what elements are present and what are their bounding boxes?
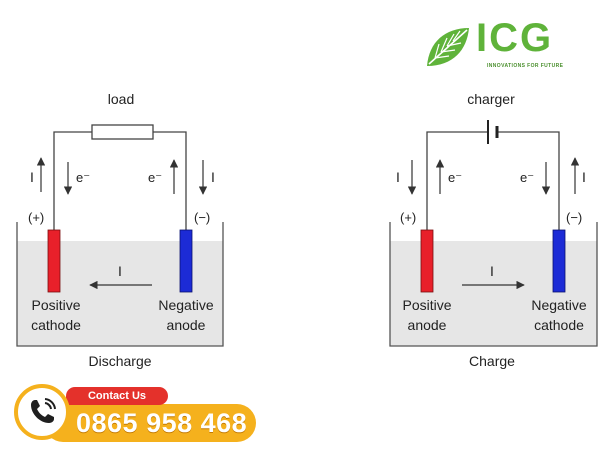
contact-phone-number[interactable]: 0865 958 468 — [76, 408, 248, 438]
discharge-positive-electrode — [47, 229, 61, 293]
charge-right-current-label: I — [582, 169, 586, 185]
charge-left-electrode-line1: Positive — [402, 297, 451, 313]
discharge-internal-current-label: I — [118, 263, 122, 279]
discharge-wire — [53, 131, 187, 230]
leaf-icon — [427, 28, 469, 66]
charge-container — [389, 222, 598, 347]
charge-caption: Charge — [469, 353, 515, 369]
charge-negative-electrode — [552, 229, 566, 293]
charge-negative-sign: (−) — [566, 210, 582, 225]
charger-label: charger — [467, 91, 515, 107]
charge-positive-sign: (+) — [400, 210, 416, 225]
discharge-right-electrode-line1: Negative — [158, 297, 213, 313]
discharge-container — [16, 222, 224, 347]
contact-us-label: Contact Us — [66, 387, 168, 405]
icg-logo: ICG INNOVATIONS FOR FUTURE — [423, 16, 583, 74]
discharge-negative-sign: (−) — [194, 210, 210, 225]
phone-icon-circle[interactable] — [14, 384, 70, 440]
charge-left-electrode-line2: anode — [408, 317, 447, 333]
charge-wire — [426, 131, 560, 230]
logo-text: ICG — [476, 16, 554, 60]
discharge-left-electrode-line2: cathode — [31, 317, 81, 333]
charge-right-electron-label: e⁻ — [520, 170, 534, 185]
charge-internal-current-label: I — [490, 263, 494, 279]
charge-left-current-label: I — [396, 169, 400, 185]
charge-right-electrode-line2: cathode — [534, 317, 584, 333]
discharge-positive-sign: (+) — [28, 210, 44, 225]
logo-tagline: INNOVATIONS FOR FUTURE — [487, 63, 564, 69]
discharge-negative-electrode — [179, 229, 193, 293]
phone-icon — [31, 398, 56, 423]
load-label: load — [108, 91, 134, 107]
contact-pill[interactable] — [44, 404, 256, 442]
charge-cell: charger I e⁻ e⁻ I (+) (−) I Positive ano… — [389, 91, 598, 369]
discharge-right-electrode-line2: anode — [167, 317, 206, 333]
charge-left-electron-label: e⁻ — [448, 170, 462, 185]
discharge-left-electrode-line1: Positive — [31, 297, 80, 313]
discharge-right-electron-label: e⁻ — [148, 170, 162, 185]
discharge-caption: Discharge — [88, 353, 151, 369]
contact-badge[interactable]: Contact Us 0865 958 468 — [10, 380, 260, 446]
load-resistor — [91, 124, 154, 140]
charge-positive-electrode — [420, 229, 434, 293]
charge-right-electrode-line1: Negative — [531, 297, 586, 313]
discharge-right-current-label: I — [211, 169, 215, 185]
discharge-cell: load I e⁻ e⁻ I (+) (−) I Positive cathod… — [16, 91, 224, 369]
discharge-left-current-label: I — [30, 169, 34, 185]
discharge-left-electron-label: e⁻ — [76, 170, 90, 185]
